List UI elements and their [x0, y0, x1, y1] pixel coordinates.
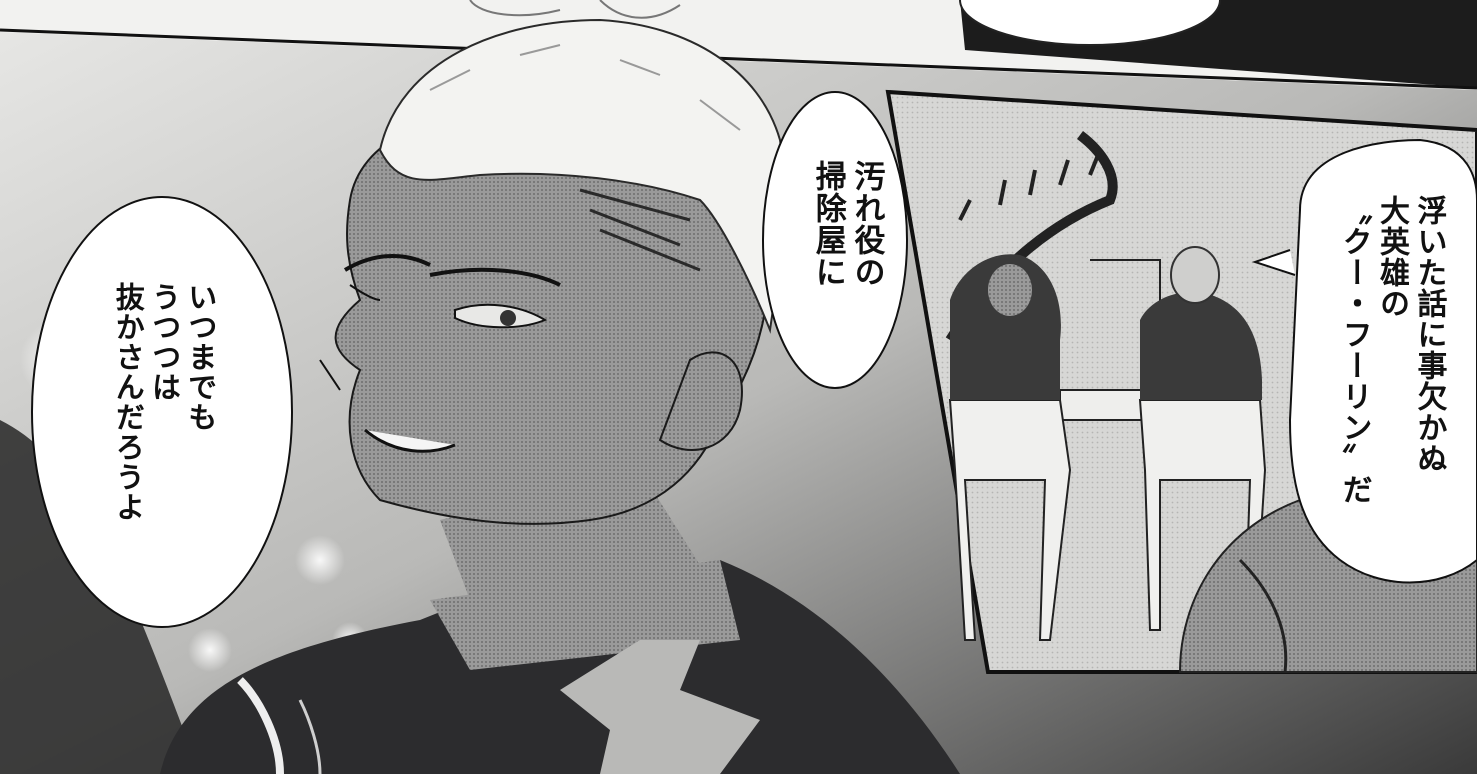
- dialogue-line: いつまでも: [183, 282, 218, 432]
- top-panel-fragment: [0, 0, 1477, 90]
- dialogue-line: 掃除屋に: [809, 160, 846, 288]
- character-figure: [160, 18, 960, 774]
- dialogue-line: 大英雄の: [1374, 195, 1409, 319]
- dialogue-center: 汚れ役の 掃除屋に: [808, 160, 886, 288]
- dialogue-right: 浮いた話に事欠かぬ 大英雄の 〝クー・フーリン〟だ: [1335, 195, 1448, 505]
- dialogue-line: うつつは: [147, 282, 182, 402]
- dialogue-line: 抜かさんだろうよ: [111, 282, 146, 522]
- dialogue-line: 〝クー・フーリン〟だ: [1336, 195, 1372, 505]
- dialogue-line: 汚れ役の: [848, 160, 885, 288]
- dialogue-left: いつまでも うつつは 抜かさんだろうよ: [110, 282, 219, 522]
- speech-bubble-left: [31, 196, 293, 628]
- speech-bubble-center: [762, 91, 908, 389]
- dialogue-line: 浮いた話に事欠かぬ: [1411, 195, 1447, 474]
